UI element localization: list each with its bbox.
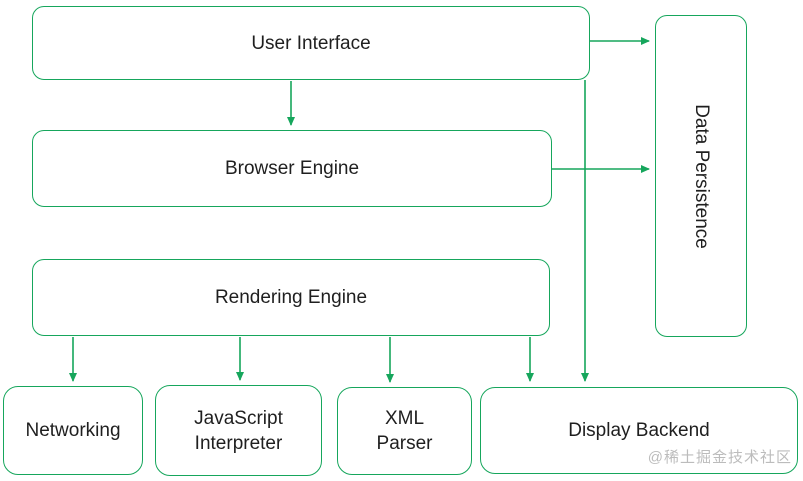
node-javascript-interpreter-label: JavaScript Interpreter xyxy=(194,407,283,454)
node-networking-label: Networking xyxy=(25,420,121,441)
node-data-persistence-label: Data Persistence xyxy=(690,103,712,249)
node-data-persistence: Data Persistence xyxy=(655,15,747,337)
node-browser-engine-label: Browser Engine xyxy=(224,158,360,179)
node-user-interface-label: User Interface xyxy=(251,32,371,54)
node-browser-engine: Browser Engine xyxy=(32,130,552,207)
node-rendering-engine-label: Rendering Engine xyxy=(214,287,368,308)
node-javascript-interpreter: JavaScript Interpreter xyxy=(155,385,322,476)
node-xml-parser-label: XML Parser xyxy=(376,408,433,454)
node-xml-parser: XML Parser xyxy=(337,387,472,475)
node-networking: Networking xyxy=(3,386,143,475)
node-display-backend-label: Display Backend xyxy=(568,420,710,441)
node-rendering-engine: Rendering Engine xyxy=(32,259,550,336)
node-user-interface: User Interface xyxy=(32,6,590,80)
node-display-backend: Display Backend xyxy=(480,387,798,474)
